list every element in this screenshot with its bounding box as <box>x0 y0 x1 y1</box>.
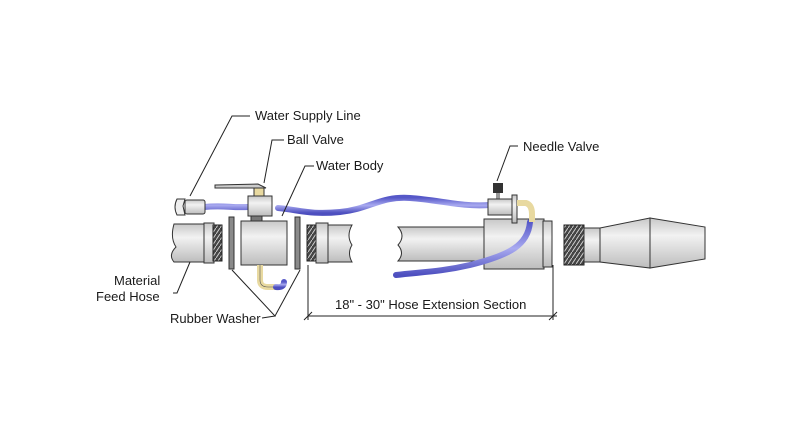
label-water-supply-line: Water Supply Line <box>255 108 361 123</box>
rubber-washer-left <box>228 216 235 270</box>
needle-valve-return-hose <box>393 219 533 278</box>
needle-valve <box>487 183 535 224</box>
quick-coupling <box>174 198 206 216</box>
rubber-washer-right <box>294 216 301 270</box>
label-material-feed-hose-1: Material <box>114 273 161 288</box>
label-ball-valve: Ball Valve <box>287 132 344 147</box>
label-needle-valve: Needle Valve <box>523 139 600 154</box>
water-body <box>240 213 288 291</box>
extension-coupling-left <box>306 222 353 264</box>
label-material-feed-hose-2: Feed Hose <box>96 289 160 304</box>
ball-valve <box>214 183 273 217</box>
label-extension-section: 18" - 30" Hose Extension Section <box>335 297 527 312</box>
material-feed-hose <box>170 222 223 264</box>
label-rubber-washer: Rubber Washer <box>170 311 261 326</box>
nozzle <box>563 217 706 269</box>
water-supply-hose <box>201 194 493 216</box>
label-water-body: Water Body <box>316 158 384 173</box>
hose-extension-section <box>396 218 553 270</box>
extension-dimension <box>303 265 558 321</box>
leader-lines <box>173 115 518 319</box>
